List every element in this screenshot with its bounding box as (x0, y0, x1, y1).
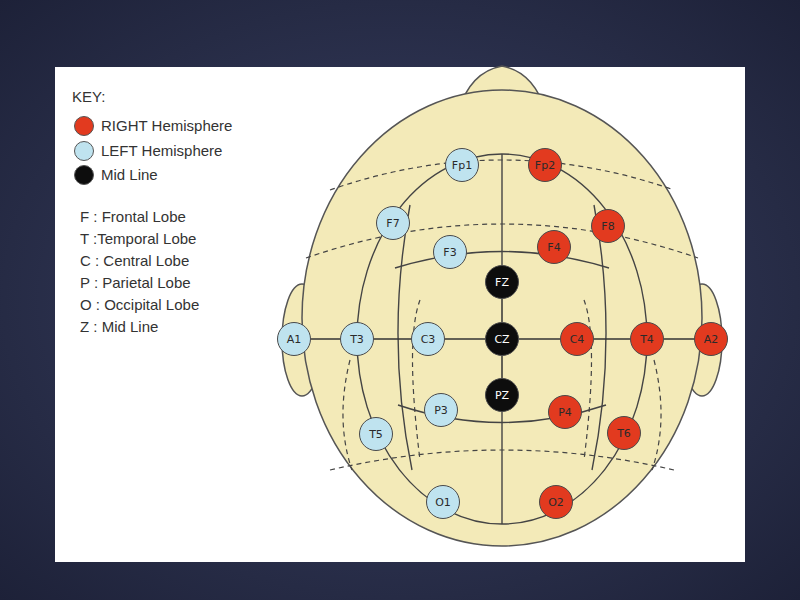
dashed-arc (306, 224, 698, 258)
electrode-label: C4 (570, 334, 585, 345)
electrode-label: P3 (434, 405, 448, 416)
electrode-circle: A1 (277, 322, 311, 356)
electrode-label: PZ (495, 390, 509, 401)
electrode-label: P4 (558, 407, 572, 418)
electrode-label: T5 (369, 429, 383, 440)
legend-text: Mid Line (101, 166, 158, 183)
electrode-circle: CZ (485, 322, 519, 356)
legend-swatch (74, 116, 94, 136)
dashed-arc (330, 450, 674, 470)
legend-swatch (74, 165, 94, 185)
electrode-label: F8 (601, 221, 614, 232)
electrode-circle: FZ (485, 265, 519, 299)
inner-circle (357, 154, 647, 524)
connector-line (519, 339, 560, 340)
connector-line (445, 339, 485, 340)
electrode-circle: F7 (376, 206, 410, 240)
dashed-curve (343, 360, 352, 470)
electrode-circle: Fp2 (528, 148, 562, 182)
electrode-circle: T6 (607, 416, 641, 450)
lobe-abbreviation: O : Occipital Lobe (80, 296, 199, 313)
electrode-label: A1 (287, 334, 302, 345)
electrode-circle: A2 (694, 322, 728, 356)
electrode-label: A2 (704, 334, 719, 345)
electrode-label: C3 (421, 334, 436, 345)
electrode-label: T4 (640, 334, 654, 345)
electrode-label: T3 (350, 334, 364, 345)
midline-bottom (501, 410, 502, 524)
electrode-circle: F8 (591, 209, 625, 243)
electrode-label: O1 (435, 497, 451, 508)
electrode-circle: O2 (539, 485, 573, 519)
electrode-circle: P3 (424, 393, 458, 427)
electrode-circle: P4 (548, 395, 582, 429)
electrode-label: Fp1 (452, 160, 472, 171)
key-heading: KEY: (72, 88, 105, 105)
electrode-circle: Fp1 (445, 148, 479, 182)
lobe-abbreviation: T :Temporal Lobe (80, 230, 196, 247)
lobe-abbreviation: C : Central Lobe (80, 252, 189, 269)
electrode-circle: O1 (426, 485, 460, 519)
connector-line (374, 339, 411, 340)
electrode-circle: T3 (340, 322, 374, 356)
right-inner-curve (592, 205, 606, 470)
connector-line (664, 339, 694, 340)
legend-text: LEFT Hemisphere (101, 142, 222, 159)
lobe-abbreviation: F : Frontal Lobe (80, 208, 186, 225)
electrode-label: T6 (617, 428, 631, 439)
electrode-circle: C3 (411, 322, 445, 356)
electrode-label: F3 (443, 247, 456, 258)
electrode-label: F4 (547, 242, 560, 253)
electrode-circle: F4 (537, 230, 571, 264)
electrode-label: CZ (494, 334, 509, 345)
electrode-circle: T5 (359, 417, 393, 451)
lobe-abbreviation: P : Parietal Lobe (80, 274, 191, 291)
legend-text: RIGHT Hemisphere (101, 117, 232, 134)
electrode-circle: PZ (485, 378, 519, 412)
electrode-label: FZ (495, 277, 509, 288)
dashed-curve (652, 360, 661, 470)
left-inner-curve (398, 205, 412, 470)
electrode-label: O2 (548, 497, 564, 508)
electrode-circle: T4 (630, 322, 664, 356)
lobe-abbreviation: Z : Mid Line (80, 318, 158, 335)
electrode-label: F7 (386, 218, 399, 229)
electrode-label: Fp2 (535, 160, 555, 171)
head-outline (302, 90, 702, 546)
electrode-circle: C4 (560, 322, 594, 356)
connector-line (502, 299, 503, 322)
legend-swatch (74, 141, 94, 161)
connector-line (594, 339, 630, 340)
electrode-circle: F3 (433, 235, 467, 269)
connector-line (502, 356, 503, 378)
dashed-arc (330, 160, 674, 190)
connector-line (311, 339, 340, 340)
